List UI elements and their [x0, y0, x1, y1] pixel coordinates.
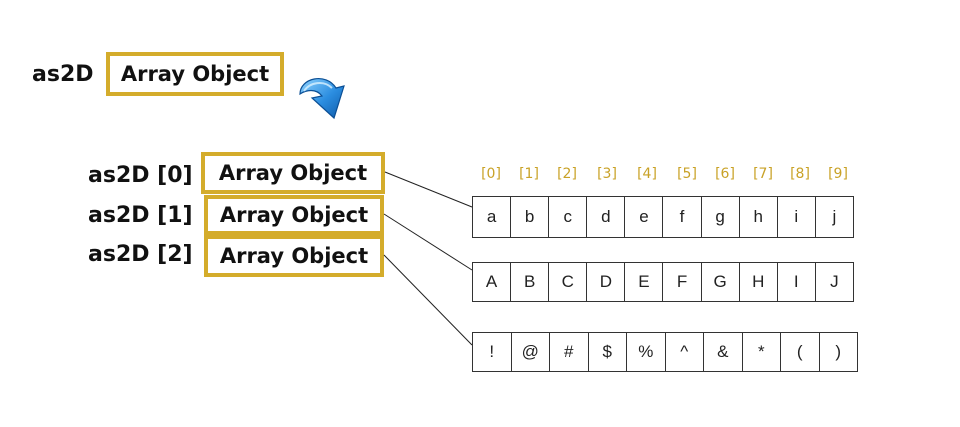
index-label-1: [1] [519, 166, 539, 182]
top-variable-label: as2D [32, 62, 94, 87]
row-label-0: as2D [0] [88, 163, 193, 188]
index-label-4: [4] [637, 166, 657, 182]
array-cell: F [663, 263, 702, 301]
array-cell: ! [473, 333, 512, 371]
array-cell: a [473, 197, 512, 237]
array-cell: c [549, 197, 588, 237]
array-cell: e [625, 197, 664, 237]
array-cell: C [549, 263, 588, 301]
index-label-0: [0] [481, 166, 501, 182]
array-cell: A [473, 263, 512, 301]
row-array-object-box-2: Array Object [204, 235, 384, 277]
array-cell: d [587, 197, 626, 237]
index-label-9: [9] [828, 166, 848, 182]
array-cell: $ [589, 333, 627, 371]
array-cell: G [702, 263, 740, 301]
array-cell: i [778, 197, 816, 237]
index-label-2: [2] [557, 166, 577, 182]
array-cell: * [743, 333, 781, 371]
array-cell: % [627, 333, 666, 371]
array-cell: h [740, 197, 778, 237]
array-cell: & [704, 333, 743, 371]
row-array-object-box-1: Array Object [204, 195, 384, 235]
connector-line-0 [384, 171, 473, 208]
array-cell: ( [781, 333, 820, 371]
array-cell: D [587, 263, 626, 301]
row-label-1: as2D [1] [88, 203, 193, 228]
row-label-2: as2D [2] [88, 242, 193, 267]
index-label-7: [7] [753, 166, 773, 182]
array-row-1: A B C D E F G H I J [472, 262, 854, 302]
array-cell: I [778, 263, 816, 301]
index-label-8: [8] [790, 166, 810, 182]
index-label-3: [3] [597, 166, 617, 182]
row-array-object-box-0: Array Object [201, 152, 385, 194]
index-label-6: [6] [715, 166, 735, 182]
top-array-object-box: Array Object [106, 52, 284, 96]
array-cell: f [663, 197, 702, 237]
array-cell: j [832, 207, 837, 226]
array-row-2: ! @ # $ % ^ & * ( ) [472, 332, 858, 372]
array-cell: @ [512, 333, 550, 371]
curved-arrow-down-icon [299, 78, 345, 120]
array-row-0: a b c d e f g h i j [472, 196, 854, 238]
array-cell: E [625, 263, 664, 301]
array-cell: # [550, 333, 589, 371]
connector-line-1 [383, 213, 473, 271]
array-cell: b [511, 197, 550, 237]
array-cell: g [702, 197, 740, 237]
array-cell: ^ [666, 333, 704, 371]
array-cell: J [830, 272, 839, 291]
connector-line-2 [383, 254, 473, 346]
array-cell: B [511, 263, 550, 301]
array-cell: H [740, 263, 778, 301]
index-label-5: [5] [677, 166, 697, 182]
array-cell: ) [835, 342, 842, 361]
